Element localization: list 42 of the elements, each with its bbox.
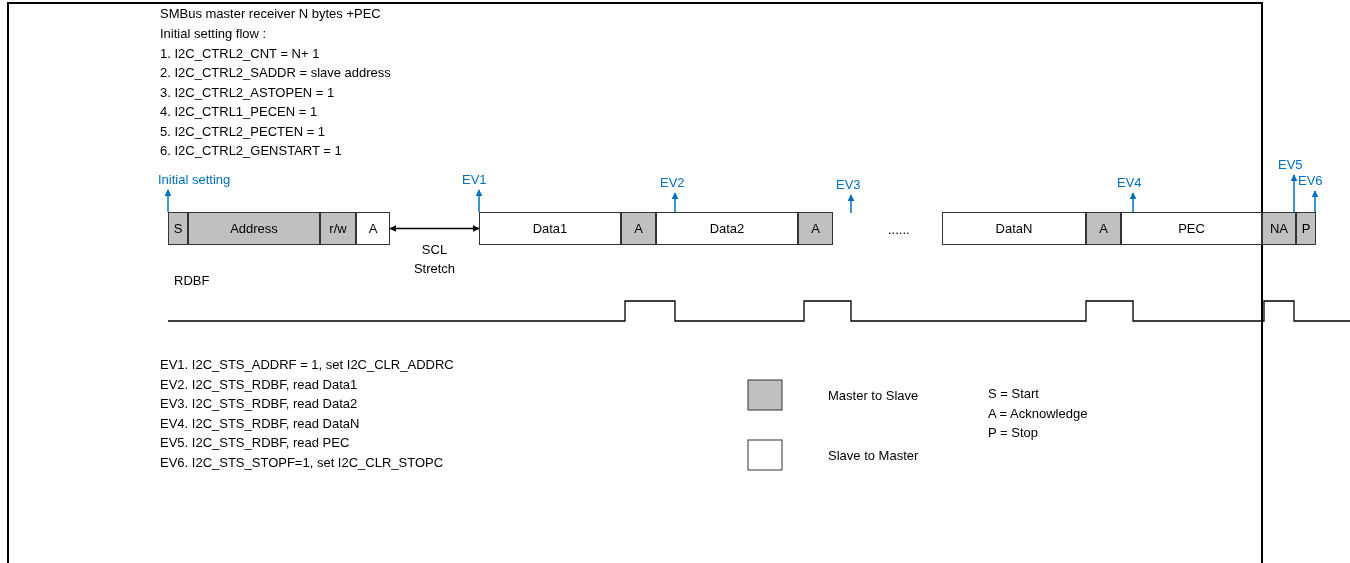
master-field: Address <box>188 212 320 245</box>
event-note: EV2. I2C_STS_RDBF, read Data1 <box>160 376 358 393</box>
slave-field: A <box>356 212 390 245</box>
flow-note: 5. I2C_CTRL2_PECTEN = 1 <box>160 123 326 140</box>
flow-note: 4. I2C_CTRL1_PECEN = 1 <box>160 104 318 120</box>
event-label: Initial setting <box>158 172 250 190</box>
event-note: EV3. I2C_STS_RDBF, read Data2 <box>160 396 358 413</box>
slave-field: PEC <box>1121 212 1262 245</box>
master-field: P <box>1296 212 1316 245</box>
abbreviation-note: A = Acknowledge <box>988 405 1088 422</box>
legend-label: Slave to Master <box>828 448 919 464</box>
event-note: EV1. I2C_STS_ADDRF = 1, set I2C_CLR_ADDRC <box>160 357 454 373</box>
flow-note: 6. I2C_CTRL2_GENSTART = 1 <box>160 143 342 159</box>
master-field: r/w <box>320 212 356 245</box>
diagram-title: SMBus master receiver N bytes +PEC <box>160 6 381 22</box>
master-field: S <box>168 212 188 245</box>
master-field: A <box>798 212 833 245</box>
slave-field: DataN <box>942 212 1086 245</box>
master-field: NA <box>1262 212 1296 245</box>
flow-note: 1. I2C_CTRL2_CNT = N+ 1 <box>160 45 320 62</box>
flow-note: 2. I2C_CTRL2_SADDR = slave address <box>160 65 391 81</box>
flow-note: 3. I2C_CTRL2_ASTOPEN = 1 <box>160 84 335 101</box>
event-label: EV6 <box>1298 173 1332 191</box>
event-label: EV5 <box>1278 157 1312 175</box>
event-label: EV1 <box>462 172 498 190</box>
slave-field: Data2 <box>656 212 798 245</box>
event-label: EV2 <box>660 175 694 193</box>
abbreviation-note: P = Stop <box>988 425 1038 441</box>
event-note: EV5. I2C_STS_RDBF, read PEC <box>160 435 350 452</box>
signal-name: RDBF <box>174 273 210 289</box>
master-field: A <box>1086 212 1121 245</box>
flow-note: Initial setting flow : <box>160 26 267 42</box>
event-label: EV3 <box>836 177 870 195</box>
master-field: A <box>621 212 656 245</box>
slave-field: Data1 <box>479 212 621 245</box>
edge-label: SCL Stretch <box>412 240 457 278</box>
event-note: EV6. I2C_STS_STOPF=1, set I2C_CLR_STOPC <box>160 455 444 471</box>
legend-label: Master to Slave <box>828 388 919 404</box>
ellipsis: ...... <box>888 222 910 238</box>
event-note: EV4. I2C_STS_RDBF, read DataN <box>160 415 360 432</box>
event-label: EV4 <box>1117 175 1151 193</box>
abbreviation-note: S = Start <box>988 386 1039 402</box>
